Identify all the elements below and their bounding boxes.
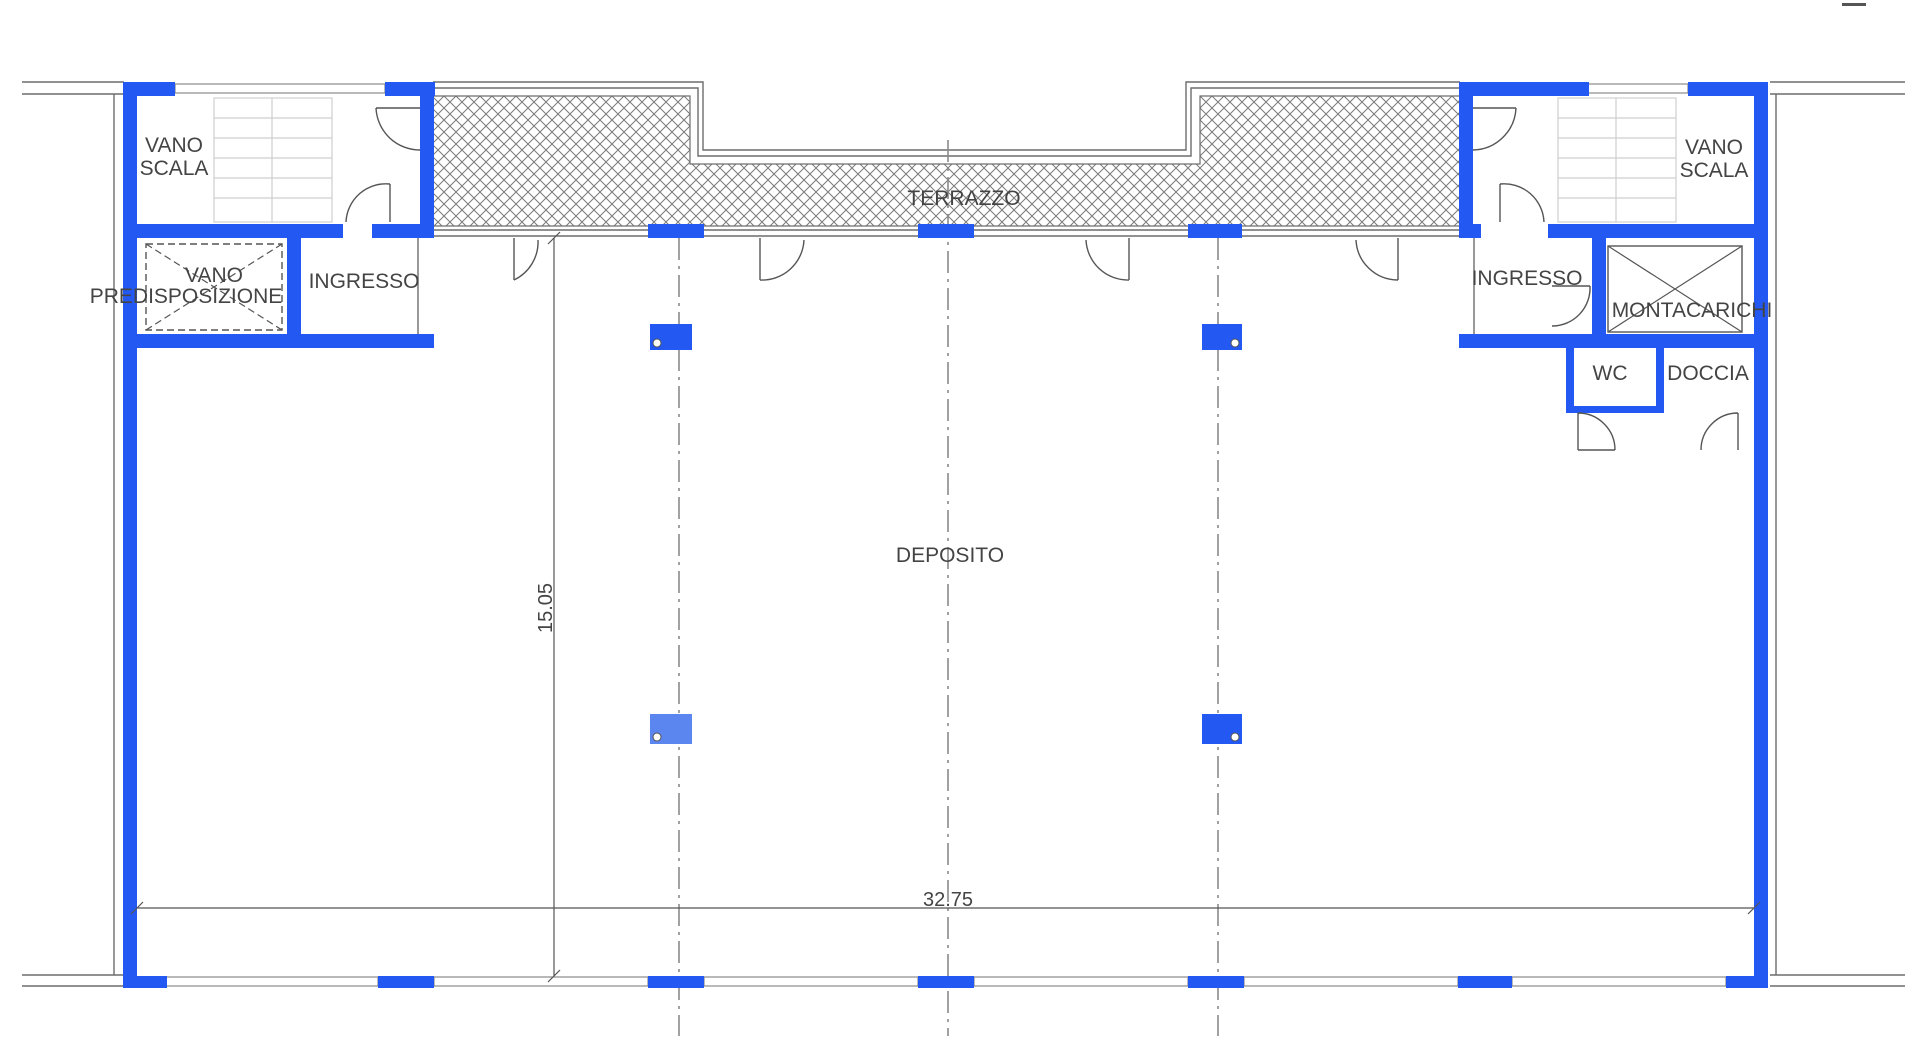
label-terrazzo: TERRAZZO	[907, 187, 1020, 210]
room-details	[145, 238, 1743, 334]
label-vano-scala-left-2: SCALA	[140, 157, 209, 180]
label-deposito: DEPOSITO	[896, 544, 1004, 567]
walls	[123, 82, 1768, 988]
corner-mark	[1842, 3, 1866, 6]
label-vano-scala-right-1: VANO	[1685, 136, 1743, 159]
terrace	[432, 81, 1461, 237]
label-montacarichi: MONTACARICHI	[1612, 299, 1773, 322]
doors	[345, 107, 1739, 451]
grid-axes	[678, 140, 1219, 1036]
dimension-labels: 32.75 15.05	[535, 583, 973, 911]
columns	[650, 324, 1242, 744]
label-vano-scala-left-1: VANO	[145, 134, 203, 157]
stair-right	[1557, 97, 1677, 223]
label-vano-predisposizione-2: PREDISPOSIZIONE	[90, 285, 283, 308]
label-vano-scala-right-2: SCALA	[1680, 159, 1749, 182]
dimension-width: 32.75	[923, 889, 973, 911]
room-labels: VANO SCALA VANO SCALA TERRAZZO VANO PRED…	[90, 134, 1773, 567]
label-doccia: DOCCIA	[1667, 362, 1749, 385]
label-ingresso-right: INGRESSO	[1472, 267, 1583, 290]
dimension-depth: 15.05	[535, 583, 557, 633]
dimension-lines	[130, 231, 1761, 983]
label-vano-predisposizione-1: VANO	[185, 264, 243, 287]
label-ingresso-left: INGRESSO	[309, 270, 420, 293]
adjacent-outlines	[22, 81, 1905, 987]
stair-left	[213, 97, 333, 223]
label-wc: WC	[1593, 362, 1628, 385]
